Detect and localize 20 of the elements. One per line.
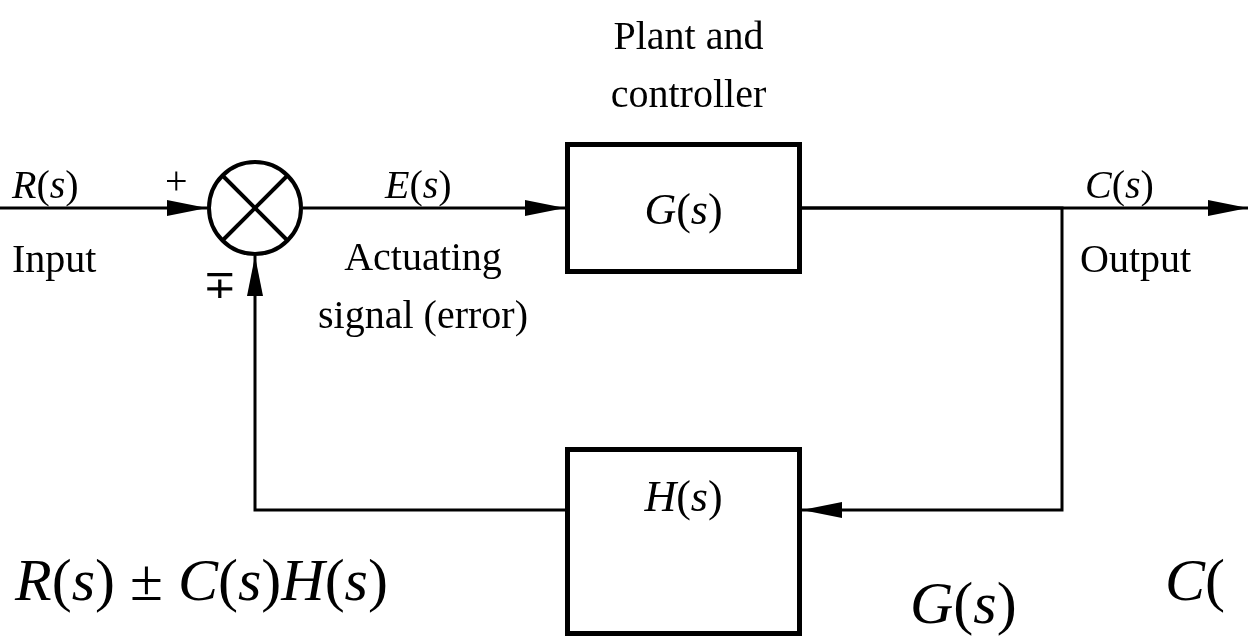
equation-text: C( xyxy=(1165,546,1225,615)
arrow xyxy=(303,200,565,216)
sign-label: ∓ xyxy=(203,262,237,308)
block-label: H(s) xyxy=(644,472,723,522)
edge-label: R(s) xyxy=(12,162,79,208)
port-label: Output xyxy=(1080,236,1192,282)
block-box xyxy=(565,447,802,636)
signal-label: Actuating signal (error) xyxy=(318,233,528,339)
arrow xyxy=(247,256,565,512)
equation-text: G(s) xyxy=(910,569,1017,638)
block-heading: Plant and controller xyxy=(609,12,768,118)
port-label: Input xyxy=(12,236,97,282)
edge-label: C(s) xyxy=(1085,162,1154,208)
arrow xyxy=(0,200,207,216)
block-label: G(s) xyxy=(644,185,723,235)
edge-label: E(s) xyxy=(385,162,452,208)
arrow xyxy=(802,206,1064,518)
sign-label: + xyxy=(165,158,188,204)
equation-text: R(s) ± C(s)H(s) xyxy=(15,546,388,615)
summing-junction-circle xyxy=(207,160,303,256)
